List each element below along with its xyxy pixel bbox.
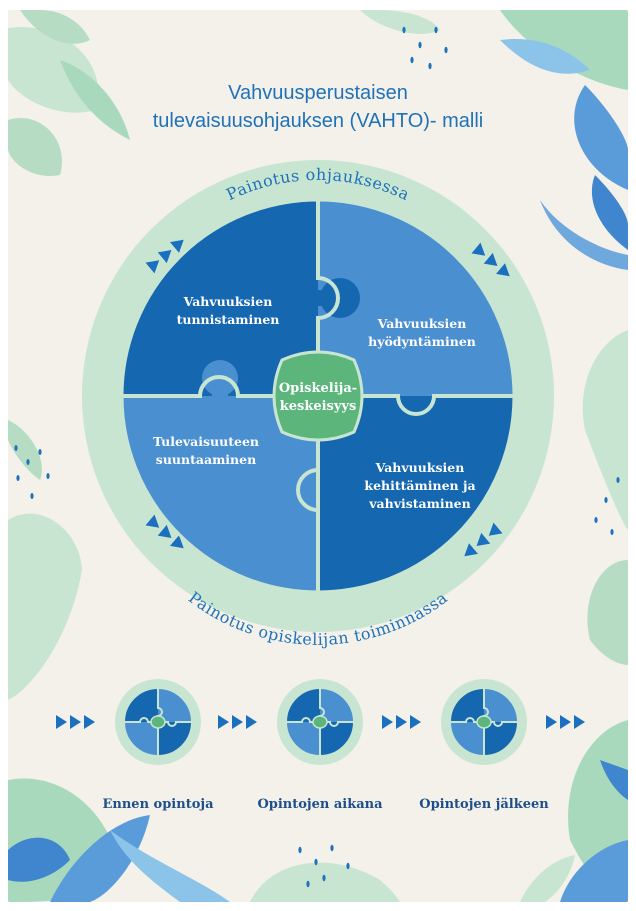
title-line-2: tulevaisuusohjauksen (VAHTO)- malli (153, 110, 484, 132)
label-bottom-left-1: Tulevaisuuteen (153, 434, 259, 449)
mini-puzzle-after (441, 679, 527, 765)
mini-puzzle-during (277, 679, 363, 765)
stage-label-before: Ennen opintoja (102, 797, 214, 812)
triangle-arrow-icon (382, 715, 421, 729)
center-label-line-1: Opiskelija- (279, 381, 357, 396)
mini-puzzle-before (115, 679, 201, 765)
label-top-right-2: hyödyntäminen (368, 334, 476, 349)
triangle-arrow-icon (145, 514, 184, 549)
center-label-line-2: keskeisyys (280, 399, 357, 414)
triangle-arrow-icon (464, 522, 503, 557)
triangle-arrow-icon (145, 239, 184, 274)
triangle-arrow-icon (546, 715, 585, 729)
label-bottom-left-2: suuntaaminen (156, 452, 256, 467)
label-bottom-right-2: kehittäminen ja (364, 478, 475, 493)
label-top-left-2: tunnistaminen (177, 312, 280, 327)
label-top-right-1: Vahvuuksien (377, 316, 467, 331)
timeline-arrows (56, 715, 585, 729)
stage-label-during: Opintojen aikana (257, 797, 383, 812)
label-top-left-1: Vahvuuksien (183, 294, 273, 309)
puzzle-seams (122, 200, 514, 596)
triangle-arrow-icon (471, 242, 510, 277)
triangle-arrow-icon (218, 715, 257, 729)
title-line-1: Vahvuusperustaisen (228, 82, 408, 104)
triangle-arrow-icon (56, 715, 95, 729)
stage-label-after: Opintojen jälkeen (419, 797, 549, 812)
label-bottom-right-3: vahvistaminen (368, 496, 470, 511)
label-bottom-right-1: Vahvuuksien (375, 460, 465, 475)
ring-arrows (145, 239, 510, 557)
center-piece (272, 350, 364, 442)
leaf-decorations (8, 10, 628, 902)
